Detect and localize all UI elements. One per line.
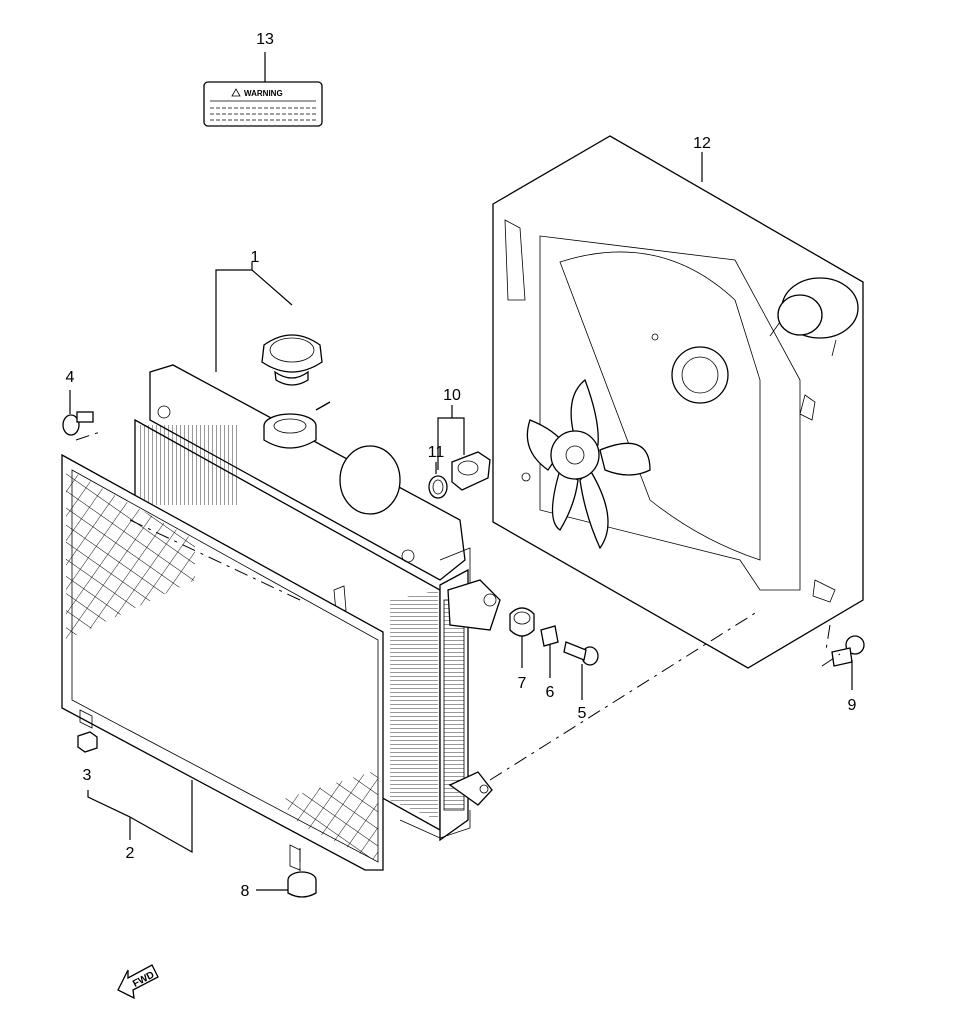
callout-8: 8 [241,883,250,900]
callout-10: 10 [443,387,461,404]
clip-part [77,731,98,753]
callout-11: 11 [428,444,445,461]
bolt-9-part [831,635,865,667]
warning-label-part: WARNING [203,81,323,127]
radiator-filler-neck [263,401,331,449]
callout-13: 13 [256,31,274,48]
callout-5: 5 [578,705,587,722]
grommet-7-part [509,607,535,637]
warning-label-text: WARNING [244,89,283,98]
collar-part [540,625,559,647]
fwd-arrow-label: FWD [131,970,156,990]
callout-3: 3 [83,767,92,784]
grommet-8-part [287,871,317,898]
thermo-switch-part [451,451,491,491]
o-ring-part [428,475,448,499]
callout-9: 9 [848,697,857,714]
callout-2: 2 [126,845,135,862]
callout-12: 12 [693,135,711,152]
bolt-5-part [563,641,599,666]
fan-shroud-assembly-part [492,135,864,669]
radiator-cap-part [261,334,323,386]
callout-7: 7 [518,675,527,692]
callout-1: 1 [251,249,260,266]
bolt-4-part [62,411,94,436]
radiator-guard-part [61,453,384,871]
callout-4: 4 [66,369,75,386]
fwd-arrow: FWD [117,964,159,1000]
callout-6: 6 [546,684,555,701]
